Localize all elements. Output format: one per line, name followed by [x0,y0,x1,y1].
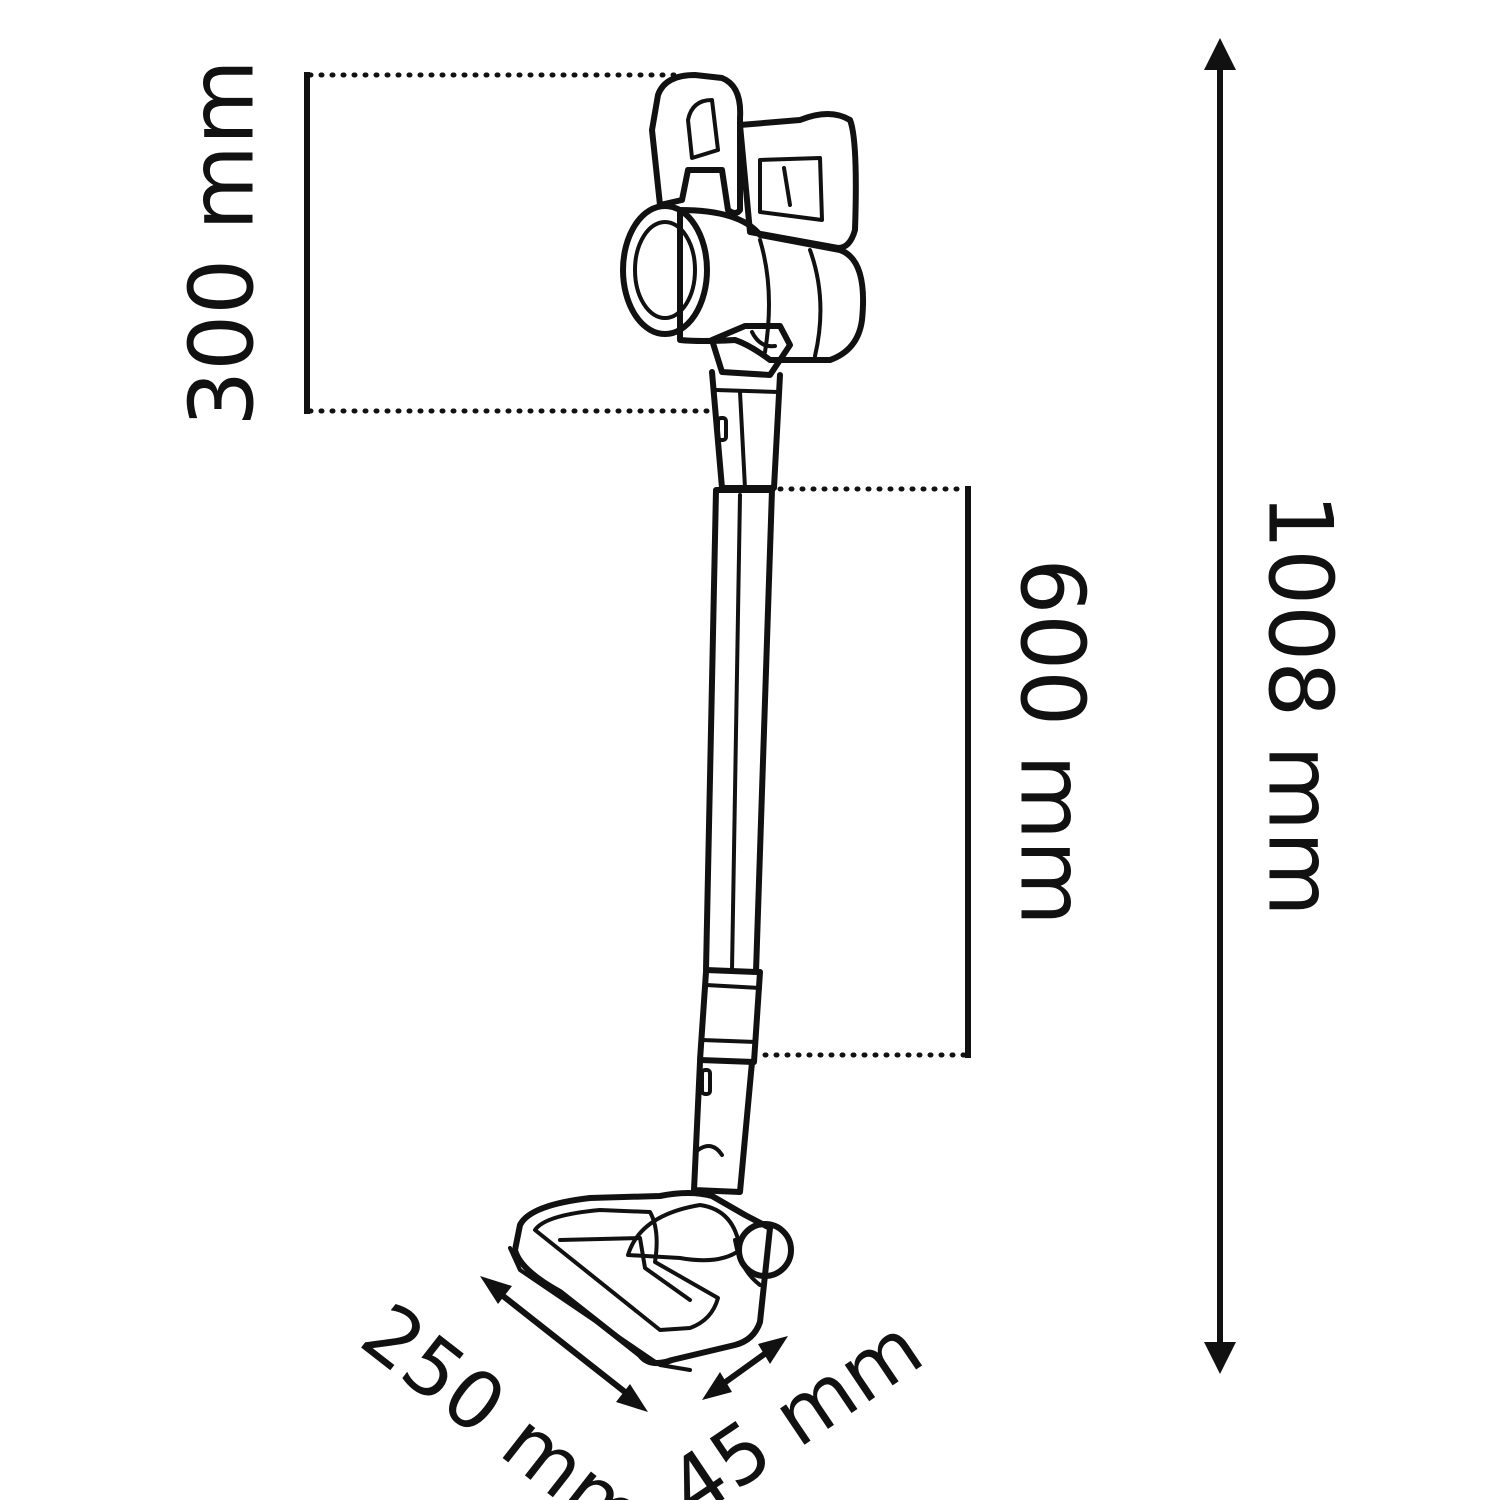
arrowhead-up-icon [1204,38,1236,70]
tube-length-dimension: 600 mm [762,486,1104,1058]
total-height-label: 1008 mm [1249,493,1352,916]
arrowhead-icon [616,1384,648,1412]
arrowhead-icon [480,1276,512,1304]
stick-vacuum-illustration [508,72,867,1372]
arrowhead-icon [702,1372,732,1400]
nozzle-width-dimension: 250 mm [345,1276,665,1500]
arrowhead-icon [758,1336,788,1364]
total-height-dimension: 1008 mm [1204,38,1352,1374]
nozzle-height-dimension: 45 mm [652,1300,939,1500]
arrowhead-down-icon [1204,1342,1236,1374]
tube-length-label: 600 mm [1001,558,1104,925]
head-height-label: 300 mm [171,59,274,426]
head-height-dimension: 300 mm [171,59,711,427]
nozzle-height-label: 45 mm [652,1300,939,1500]
nozzle-width-label: 250 mm [345,1286,665,1500]
